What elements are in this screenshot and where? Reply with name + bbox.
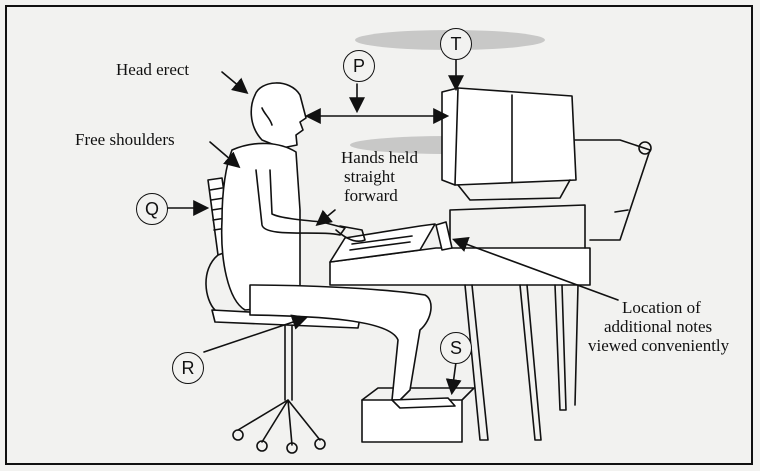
label-hands-line3: forward [344, 186, 398, 205]
marker-t: T [440, 28, 472, 60]
label-free-shoulders: Free shoulders [75, 130, 175, 149]
marker-r: R [172, 352, 204, 384]
label-head-erect: Head erect [116, 60, 189, 79]
footrest-top [362, 388, 474, 400]
head-erect-arrow [222, 72, 246, 92]
label-location-line3: viewed conveniently [588, 336, 729, 355]
marker-p: P [343, 50, 375, 82]
marker-q: Q [136, 193, 168, 225]
label-location-line2: additional notes [604, 317, 712, 336]
computer-monitor [442, 88, 651, 240]
label-hands-line2: straight [344, 167, 395, 186]
marker-s: S [440, 332, 472, 364]
hands-arrow [318, 210, 335, 224]
label-hands-line1: Hands held [341, 148, 418, 167]
label-location-line1: Location of [622, 298, 701, 317]
